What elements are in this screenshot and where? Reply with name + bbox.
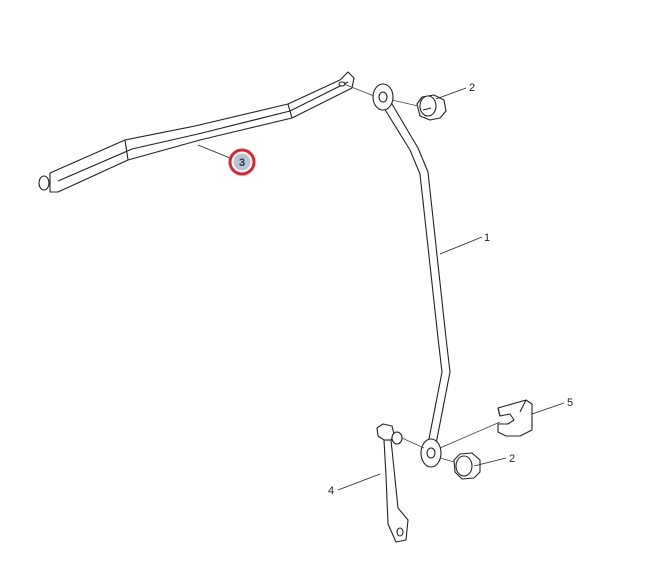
part-2-bushing-lower[interactable]	[439, 452, 481, 480]
part-5-clip[interactable]	[439, 399, 533, 449]
svg-text:3: 3	[239, 157, 245, 169]
part-2-bushing-upper[interactable]	[391, 94, 447, 121]
svg-text:5: 5	[567, 397, 573, 409]
callout-2-lower: 2	[509, 453, 515, 465]
svg-text:2: 2	[469, 82, 475, 94]
callout-5: 5	[567, 397, 573, 409]
part-1-connecting-rod[interactable]	[372, 83, 451, 468]
part-4-bracket[interactable]	[376, 423, 425, 543]
callout-4: 4	[328, 485, 334, 497]
callout-2-upper: 2	[469, 82, 475, 94]
callout-3-highlighted[interactable]: 3	[228, 148, 256, 176]
svg-text:4: 4	[328, 485, 334, 497]
part-3-linkage-rod[interactable]	[38, 71, 355, 193]
callout-1: 1	[484, 232, 490, 244]
svg-text:1: 1	[484, 232, 490, 244]
svg-text:2: 2	[509, 453, 515, 465]
